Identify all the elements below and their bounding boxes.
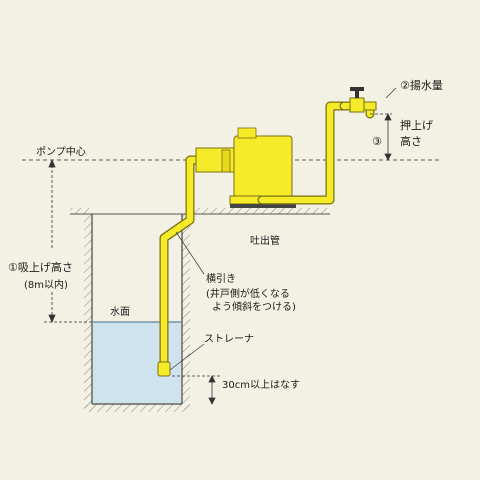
suction-height-dimension (44, 158, 92, 324)
strainer-label: ストレーナ (204, 334, 254, 345)
discharge-pipe-label: 吐出管 (250, 236, 280, 247)
water-surface-label: 水面 (110, 307, 130, 318)
faucet (349, 87, 377, 113)
slope-note-line1: (井戸側が低くなる (206, 289, 290, 300)
well (84, 214, 190, 412)
strainer-leader (169, 343, 205, 371)
push-height-label-line2: 高さ (400, 135, 422, 148)
pump-center-label: ポンプ中心 (36, 147, 86, 158)
push-height-dimension (370, 113, 392, 161)
push-height-label-line1: 押上げ (400, 119, 433, 132)
discharge-rate-label: ②揚水量 (400, 79, 443, 92)
horizontal-pipe-label: 横引き (206, 274, 236, 285)
suction-pipe (159, 155, 201, 375)
suction-limit-label: (8m以内) (24, 280, 68, 291)
horizontal-pipe-leader (175, 231, 205, 275)
clearance-dimension (172, 375, 220, 405)
strainer-clearance-label: 30cm以上はなす (222, 380, 300, 391)
ground (70, 208, 330, 215)
suction-height-label: ①吸上げ高さ (8, 261, 73, 274)
strainer-body (157, 361, 171, 377)
discharge-rate-leader (385, 87, 397, 99)
push-height-number: ③ (372, 135, 382, 148)
slope-note-line2: よう傾斜をつける) (212, 302, 296, 313)
